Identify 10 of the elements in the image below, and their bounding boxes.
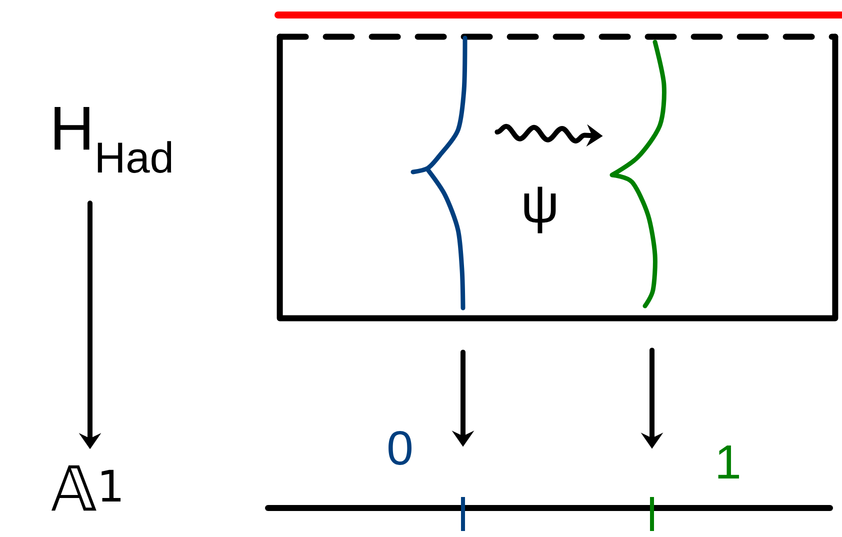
point-label: 1: [718, 445, 740, 478]
label: 𝔸$^{1}$: [51, 465, 121, 511]
fiber-curve: [610, 40, 666, 308]
edge-label: ψ: [524, 186, 556, 234]
label: H$_{Had}$: [54, 107, 172, 173]
tick-mark: [650, 497, 654, 531]
box: [276, 34, 838, 322]
point-label: 0: [388, 431, 412, 465]
tick-mark: [461, 497, 465, 531]
fiber-curve: [410, 36, 468, 310]
